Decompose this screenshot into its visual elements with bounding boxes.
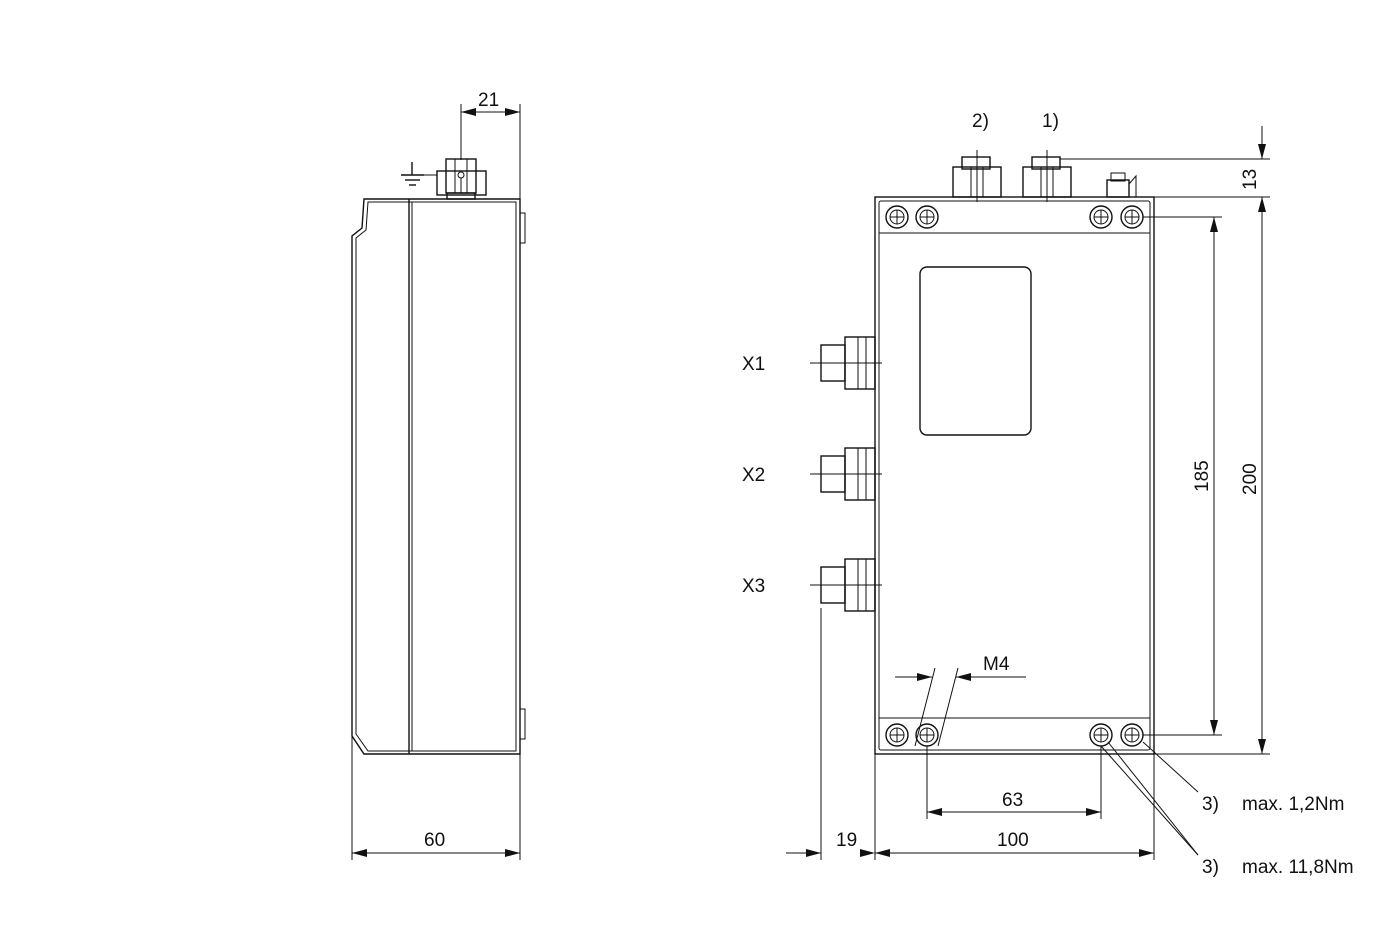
dim-19 xyxy=(786,608,875,860)
torque-leaders xyxy=(1100,741,1199,856)
side-body-outline xyxy=(351,198,521,755)
dim-100 xyxy=(874,754,1155,860)
side-body-inner xyxy=(355,201,517,752)
top-clip xyxy=(1106,172,1137,198)
dim-63-label: 63 xyxy=(1002,790,1023,811)
dim-19-label: 19 xyxy=(836,830,857,851)
dim-13 xyxy=(1060,126,1270,212)
screw-top-right-inner xyxy=(1089,205,1113,229)
dim-185-label: 185 xyxy=(1192,460,1213,492)
side-connector-x1 xyxy=(810,336,882,390)
side-view: 21 60 xyxy=(351,90,526,860)
side-tab-top xyxy=(519,212,526,244)
display-window xyxy=(919,266,1032,436)
screw-top-left-inner xyxy=(915,205,939,229)
front-body-outline xyxy=(874,196,1155,755)
connector-label-x1: X1 xyxy=(742,354,765,375)
callout-3-inner: 3) xyxy=(1202,794,1219,815)
m4-callout xyxy=(895,667,1026,747)
front-body-inner xyxy=(878,200,1151,751)
dim-100-label: 100 xyxy=(997,830,1029,851)
screw-bottom-right-outer xyxy=(1120,723,1144,747)
ground-icon xyxy=(401,162,437,186)
callout-2: 2) xyxy=(972,111,989,132)
side-connector-x2 xyxy=(810,447,882,501)
dim-13-label: 13 xyxy=(1240,169,1261,190)
torque-inner-label: max. 1,2Nm xyxy=(1242,794,1344,815)
dim-200-label: 200 xyxy=(1240,463,1261,495)
dim-185 xyxy=(1143,216,1222,736)
top-connector-2 xyxy=(952,150,1002,202)
connector-label-x2: X2 xyxy=(742,465,765,486)
front-view: X1 X2 X3 2) 1) 13 200 185 xyxy=(742,111,1354,878)
dim-21-label: 21 xyxy=(478,90,499,111)
screw-top-left-outer xyxy=(885,205,909,229)
side-tab-bottom xyxy=(519,708,526,740)
screw-bottom-left-outer xyxy=(885,723,909,747)
side-top-connector xyxy=(436,158,487,200)
dim-200 xyxy=(1154,197,1270,755)
dim-63 xyxy=(926,746,1102,819)
dim-21 xyxy=(460,104,521,199)
screw-top-right-outer xyxy=(1120,205,1144,229)
callout-3-outer: 3) xyxy=(1202,857,1219,878)
callout-1: 1) xyxy=(1042,111,1059,132)
side-connector-x3 xyxy=(810,558,882,612)
top-connector-1 xyxy=(1022,150,1072,202)
dim-60 xyxy=(351,736,521,860)
dim-60-label: 60 xyxy=(424,830,445,851)
m4-label: M4 xyxy=(983,654,1010,675)
connector-label-x3: X3 xyxy=(742,576,765,597)
torque-outer-label: max. 11,8Nm xyxy=(1242,857,1354,878)
